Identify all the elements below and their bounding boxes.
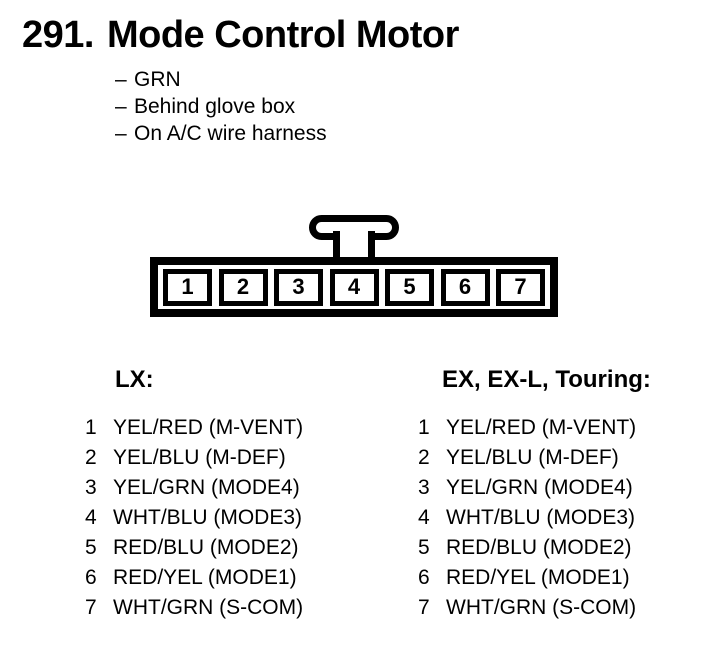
pinout-pin-number: 1 bbox=[418, 416, 430, 439]
pinout-wire-label: RED/BLU (MODE2) bbox=[113, 536, 299, 559]
pinout-wire-label: RED/YEL (MODE1) bbox=[113, 566, 297, 589]
connector-pin-number: 5 bbox=[403, 274, 416, 299]
pinout-wire-label: WHT/GRN (S-COM) bbox=[446, 596, 637, 619]
connector-pin: 6 bbox=[440, 268, 490, 306]
pinout-wire-label: WHT/BLU (MODE3) bbox=[446, 506, 635, 529]
pinout-wire-label: WHT/BLU (MODE3) bbox=[113, 506, 302, 529]
pinout-pin-number: 3 bbox=[85, 476, 97, 499]
pinout-wire-label: YEL/BLU (M-DEF) bbox=[446, 446, 619, 469]
pinout-pin-number: 3 bbox=[418, 476, 430, 499]
note-text: On A/C wire harness bbox=[134, 122, 327, 145]
connector-latch-stem bbox=[333, 231, 375, 257]
pinout-wire-label: RED/BLU (MODE2) bbox=[446, 536, 632, 559]
connector-pin: 5 bbox=[385, 268, 434, 306]
section-number: 291. bbox=[22, 14, 94, 56]
pinout-row: 7 WHT/GRN (S-COM) bbox=[85, 593, 303, 623]
pinout-row: 7 WHT/GRN (S-COM) bbox=[418, 593, 651, 623]
connector-pin-number: 6 bbox=[458, 274, 472, 299]
pinout-pin-number: 5 bbox=[418, 536, 430, 559]
pinout-pin-number: 6 bbox=[418, 566, 430, 589]
connector-pin-number: 7 bbox=[514, 274, 527, 299]
pinout-pin-number: 2 bbox=[85, 446, 97, 469]
page-title: Mode Control Motor bbox=[106, 14, 459, 56]
pinout-wire-label: YEL/BLU (M-DEF) bbox=[113, 446, 286, 469]
connector-pin-number: 4 bbox=[347, 274, 361, 299]
pinout-wire-label: YEL/GRN (MODE4) bbox=[113, 476, 300, 499]
pinout-row: 4 WHT/BLU (MODE3) bbox=[418, 503, 651, 533]
note-text: Behind glove box bbox=[134, 95, 296, 118]
pinout-row: 5 RED/BLU (MODE2) bbox=[85, 533, 303, 563]
note-dash: – bbox=[115, 122, 127, 145]
pinout-pin-number: 6 bbox=[85, 566, 97, 589]
connector-pin-number: 2 bbox=[236, 274, 250, 299]
pinout-pin-number: 1 bbox=[85, 416, 97, 439]
pinout-row: 5 RED/BLU (MODE2) bbox=[418, 533, 651, 563]
pinout-row: 6 RED/YEL (MODE1) bbox=[418, 563, 651, 593]
pinout-wire-label: YEL/GRN (MODE4) bbox=[446, 476, 633, 499]
page-header: 291. Mode Control Motor bbox=[22, 15, 459, 55]
pinout-pin-number: 2 bbox=[418, 446, 430, 469]
pinout-pin-number: 7 bbox=[85, 596, 97, 619]
pinout-column-lx: LX: 1 YEL/RED (M-VENT) 2 YEL/BLU (M-DEF)… bbox=[85, 366, 303, 623]
connector-diagram: 1 2 3 4 5 6 7 bbox=[150, 215, 558, 317]
pinout-column-heading: EX, EX-L, Touring: bbox=[442, 366, 651, 393]
connector-pin-number: 3 bbox=[292, 274, 305, 299]
pinout-wire-label: WHT/GRN (S-COM) bbox=[113, 596, 304, 619]
connector-pin: 3 bbox=[274, 268, 323, 306]
pinout-column-heading: LX: bbox=[115, 366, 154, 393]
connector-body: 1 2 3 4 5 6 7 bbox=[150, 257, 558, 317]
note-text: GRN bbox=[134, 68, 181, 91]
pinout-row: 6 RED/YEL (MODE1) bbox=[85, 563, 303, 593]
pinout-row: 2 YEL/BLU (M-DEF) bbox=[85, 443, 303, 473]
pinout-pin-number: 4 bbox=[418, 506, 430, 529]
connector-pin: 4 bbox=[329, 268, 379, 306]
pinout-column-ex: EX, EX-L, Touring: 1 YEL/RED (M-VENT) 2 … bbox=[418, 366, 651, 623]
note-dash: – bbox=[115, 68, 127, 91]
connector-pin-number: 1 bbox=[181, 274, 194, 299]
pinout-pin-number: 7 bbox=[418, 596, 430, 619]
note-dash: – bbox=[115, 95, 127, 118]
pinout-row: 1 YEL/RED (M-VENT) bbox=[85, 413, 303, 443]
connector-pin: 2 bbox=[218, 268, 268, 306]
pinout-row: 3 YEL/GRN (MODE4) bbox=[85, 473, 303, 503]
connector-pin: 1 bbox=[163, 268, 212, 306]
notes-list: – GRN – Behind glove box – On A/C wire h… bbox=[115, 66, 327, 147]
pinout-wire-label: YEL/RED (M-VENT) bbox=[446, 416, 637, 439]
note-item: – GRN bbox=[115, 66, 327, 93]
pinout-rows: 1 YEL/RED (M-VENT) 2 YEL/BLU (M-DEF) 3 Y… bbox=[418, 413, 651, 623]
pinout-row: 1 YEL/RED (M-VENT) bbox=[418, 413, 651, 443]
pinout-pin-number: 4 bbox=[85, 506, 97, 529]
pinout-wire-label: RED/YEL (MODE1) bbox=[446, 566, 630, 589]
pinout-row: 3 YEL/GRN (MODE4) bbox=[418, 473, 651, 503]
note-item: – Behind glove box bbox=[115, 93, 327, 120]
pinout-rows: 1 YEL/RED (M-VENT) 2 YEL/BLU (M-DEF) 3 Y… bbox=[85, 413, 303, 623]
pinout-row: 2 YEL/BLU (M-DEF) bbox=[418, 443, 651, 473]
connector-pin: 7 bbox=[496, 268, 545, 306]
pinout-wire-label: YEL/RED (M-VENT) bbox=[113, 416, 304, 439]
pinout-pin-number: 5 bbox=[85, 536, 97, 559]
pinout-row: 4 WHT/BLU (MODE3) bbox=[85, 503, 303, 533]
note-item: – On A/C wire harness bbox=[115, 120, 327, 147]
